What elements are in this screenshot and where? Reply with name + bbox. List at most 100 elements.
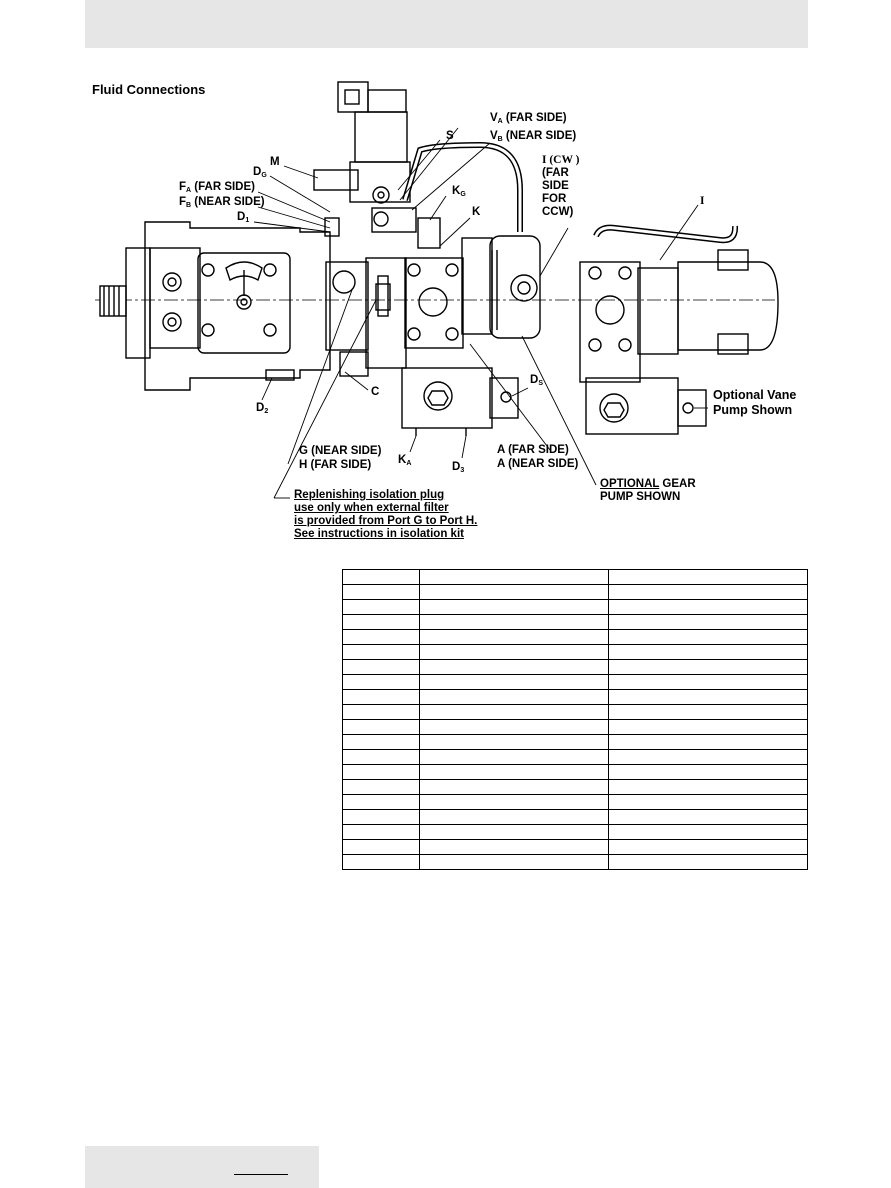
label-i-cw-line-4: FOR (542, 193, 567, 205)
label-ka-letter: K (398, 454, 407, 466)
label-i-cw-line-3: SIDE (542, 180, 569, 192)
table-cell (342, 779, 420, 795)
table-cell (342, 674, 420, 690)
label-va-side: (FAR SIDE) (502, 112, 567, 124)
label-fa-letter: F (179, 181, 187, 193)
label-optional-vane-pump: Optional Vane Pump Shown (713, 388, 796, 418)
label-vb-subscript: B (497, 136, 503, 143)
table-row (342, 659, 808, 675)
table-row (342, 749, 808, 765)
table-row (342, 599, 808, 615)
ports-table (342, 569, 808, 870)
table-cell (419, 629, 609, 645)
label-i-cw-line-1: I (CW ) (542, 154, 580, 166)
label-c: C (371, 386, 380, 398)
table-cell (419, 614, 609, 630)
table-cell (419, 749, 609, 765)
table-row (342, 734, 808, 750)
table-row (342, 689, 808, 705)
ports-table-body (342, 569, 808, 870)
label-dg-letter: D (253, 166, 262, 178)
label-ds: DS (530, 374, 543, 390)
label-dg-subscript: G (261, 172, 267, 179)
label-i: I (700, 195, 705, 207)
label-kg-letter: K (452, 185, 461, 197)
table-cell (608, 764, 808, 780)
table-cell (419, 689, 609, 705)
table-cell (608, 659, 808, 675)
table-cell (419, 794, 609, 810)
table-row (342, 809, 808, 825)
table-cell (342, 689, 420, 705)
label-d1-subscript: 1 (245, 217, 250, 224)
label-d1: D1 (237, 211, 249, 227)
label-vb-near-side: VB (NEAR SIDE) (490, 130, 576, 146)
table-row (342, 839, 808, 855)
table-row (342, 824, 808, 840)
label-i-cw-line-2: (FAR (542, 167, 569, 179)
label-optional-gear-pump: OPTIONAL GEAR PUMP SHOWN (600, 478, 696, 504)
note-line-4: See instructions in isolation kit (294, 528, 464, 540)
table-cell (342, 734, 420, 750)
table-cell (342, 599, 420, 615)
label-m: M (270, 156, 280, 168)
table-cell (342, 644, 420, 660)
label-vb-side: (NEAR SIDE) (502, 130, 577, 142)
label-ka-subscript: A (406, 460, 412, 467)
note-line-2: use only when external filter (294, 502, 449, 514)
table-cell (342, 794, 420, 810)
label-fb-subscript: B (186, 202, 192, 209)
label-fb-side: (NEAR SIDE) (191, 196, 265, 208)
table-cell (342, 839, 420, 855)
table-cell (419, 839, 609, 855)
replenishing-isolation-note: Replenishing isolation plug use only whe… (294, 489, 477, 541)
label-va-far-side: VA (FAR SIDE) (490, 112, 567, 128)
table-cell (419, 734, 609, 750)
table-cell (419, 599, 609, 615)
table-cell (608, 734, 808, 750)
label-va-letter: V (490, 112, 498, 124)
page-header-band (85, 0, 808, 48)
table-row (342, 629, 808, 645)
label-fb-letter: F (179, 196, 187, 208)
table-cell (608, 749, 808, 765)
table-cell (342, 659, 420, 675)
label-d2: D2 (256, 402, 268, 418)
label-optional-vane-line-1: Optional Vane (713, 388, 797, 402)
table-cell (342, 569, 420, 585)
label-kg-subscript: G (460, 191, 466, 198)
table-cell (419, 719, 609, 735)
label-i-cw: I (CW ) (FAR SIDE FOR CCW) (542, 154, 579, 219)
table-cell (342, 764, 420, 780)
label-d3-letter: D (452, 461, 461, 473)
note-line-1: Replenishing isolation plug (294, 489, 445, 501)
table-row (342, 644, 808, 660)
table-cell (608, 854, 808, 870)
table-row (342, 779, 808, 795)
table-cell (608, 584, 808, 600)
table-cell (419, 659, 609, 675)
label-d2-subscript: 2 (264, 408, 269, 415)
table-cell (608, 674, 808, 690)
label-optional-vane-line-2: Pump Shown (713, 403, 793, 417)
section-title: Fluid Connections (92, 82, 206, 97)
table-cell (419, 854, 609, 870)
table-cell (608, 629, 808, 645)
table-row (342, 854, 808, 870)
table-cell (342, 809, 420, 825)
table-cell (419, 824, 609, 840)
label-d3: D3 (452, 461, 464, 477)
table-cell (608, 839, 808, 855)
table-cell (342, 749, 420, 765)
label-fb-near-side: FB (NEAR SIDE) (179, 196, 265, 212)
table-cell (608, 824, 808, 840)
table-row (342, 614, 808, 630)
label-va-subscript: A (497, 118, 503, 125)
table-cell (608, 809, 808, 825)
table-cell (342, 584, 420, 600)
label-d3-subscript: 3 (460, 467, 465, 474)
table-cell (342, 719, 420, 735)
label-pump-shown: PUMP SHOWN (600, 491, 681, 503)
table-row (342, 704, 808, 720)
table-row (342, 794, 808, 810)
